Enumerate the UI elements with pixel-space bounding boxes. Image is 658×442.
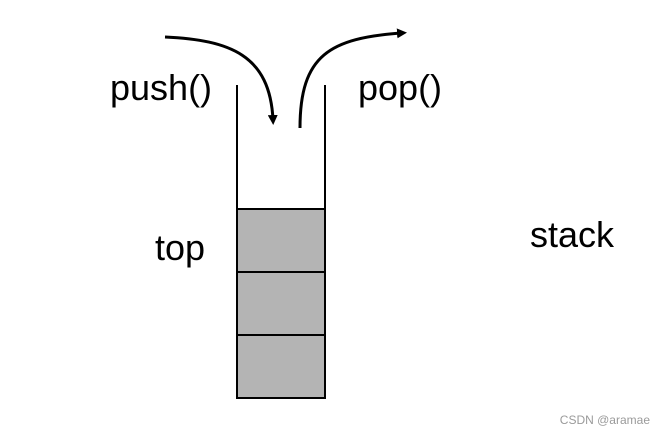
pop-arrow bbox=[298, 28, 407, 129]
stack-element bbox=[236, 334, 326, 399]
stack-elements bbox=[236, 208, 326, 399]
push-label: push() bbox=[110, 67, 213, 108]
stack-element bbox=[236, 271, 326, 336]
stack-label: stack bbox=[530, 214, 615, 255]
push-arrow bbox=[164, 35, 278, 125]
pop-label: pop() bbox=[358, 67, 443, 108]
watermark: CSDN @aramae bbox=[559, 413, 650, 427]
top-label: top bbox=[155, 227, 206, 268]
stack-element bbox=[236, 208, 326, 273]
